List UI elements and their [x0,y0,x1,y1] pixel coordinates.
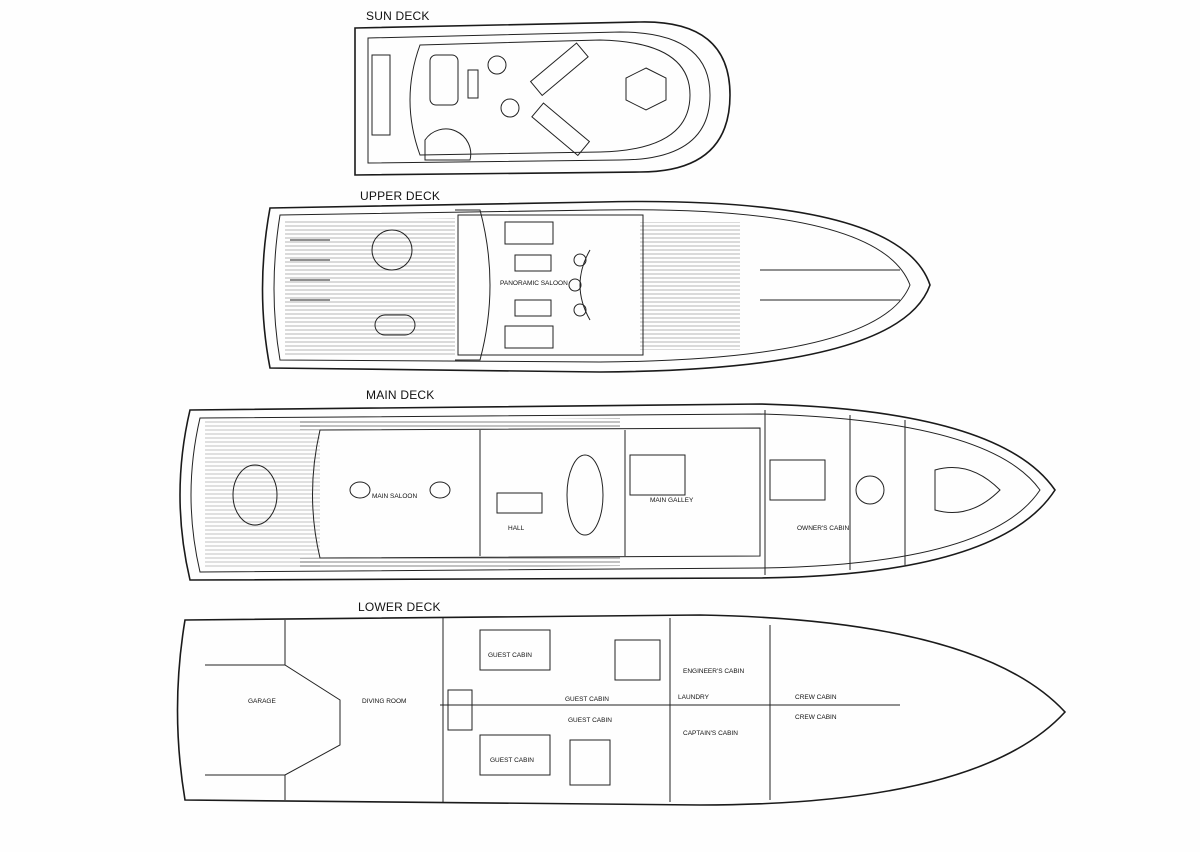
sun-deck: SUN DECK [354,9,731,176]
room-label: GUEST CABIN [490,757,534,764]
room-label: MAIN SALOON [372,493,417,500]
room-label: GARAGE [248,698,276,705]
main-deck: MAIN DECK MAIN SALOON HALL MAIN GALLEY O… [179,388,1056,581]
room-label: CREW CABIN [795,714,837,721]
room-label: PANORAMIC SALOON [500,280,568,287]
room-label: MAIN GALLEY [650,497,694,504]
room-label: GUEST CABIN [565,696,609,703]
room-label: HALL [508,525,525,532]
room-label: LAUNDRY [678,694,710,701]
lower-deck: LOWER DECK GARAGE DIVING ROOM GUEST CABI… [176,600,1067,806]
room-label: CAPTAIN'S CABIN [683,730,738,737]
sun-deck-title: SUN DECK [366,9,430,23]
room-label: GUEST CABIN [568,717,612,724]
room-label: ENGINEER'S CABIN [683,668,745,675]
room-label: GUEST CABIN [488,652,532,659]
room-label: OWNER'S CABIN [797,525,849,532]
room-label: CREW CABIN [795,694,837,701]
upper-deck-title: UPPER DECK [360,189,440,203]
lower-deck-title: LOWER DECK [358,600,441,614]
main-deck-title: MAIN DECK [366,388,434,402]
upper-deck: UPPER DECK PANORAMIC SALOON [261,189,931,373]
room-label: DIVING ROOM [362,698,406,705]
